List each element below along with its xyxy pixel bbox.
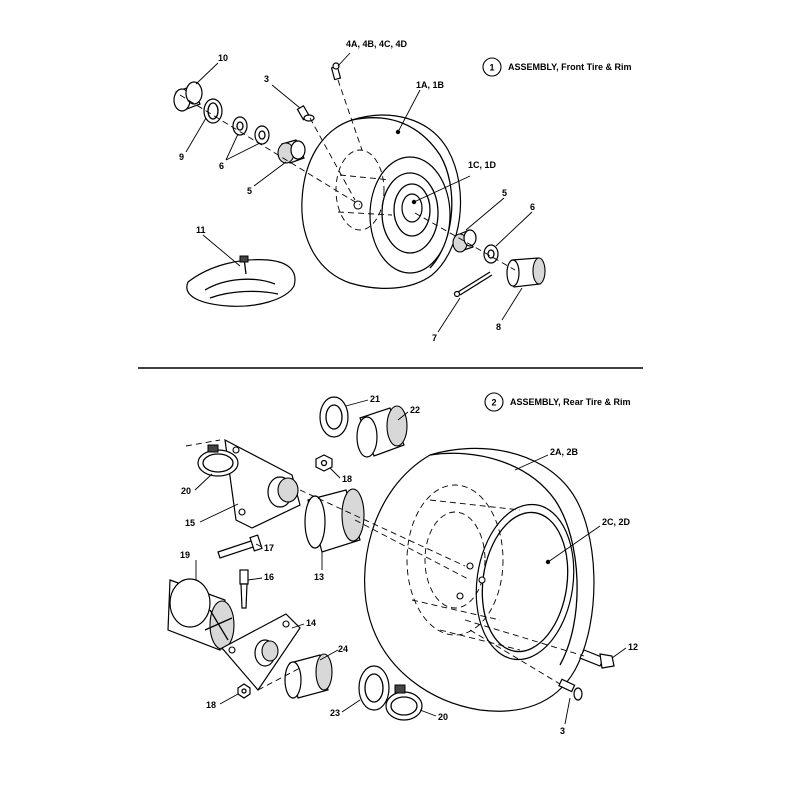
part-10-sleeve <box>173 81 203 112</box>
assembly-2-title: 2 ASSEMBLY, Rear Tire & Rim <box>484 392 631 412</box>
callout-19: 19 <box>180 550 190 560</box>
callout-1a: 1A, 1B <box>416 80 445 90</box>
callout-1c: 1C, 1D <box>468 160 497 170</box>
assembly-2-number: 2 <box>491 398 496 408</box>
callout-4: 4A, 4B, 4C, 4D <box>346 39 408 49</box>
callout-23: 23 <box>330 708 340 718</box>
callout-15: 15 <box>185 518 195 528</box>
part-15-plate <box>224 438 301 529</box>
callout-5-right: 5 <box>502 188 507 198</box>
rear-assembly: 2 ASSEMBLY, Rear Tire & Rim <box>167 392 638 736</box>
callout-17: 17 <box>264 543 274 553</box>
part-3-valve-front <box>296 104 315 122</box>
front-assembly: 1 ASSEMBLY, Front Tire & Rim <box>173 39 632 343</box>
callout-12: 12 <box>628 642 638 652</box>
part-12-bolt <box>579 649 615 669</box>
assembly-1-title: 1 ASSEMBLY, Front Tire & Rim <box>482 57 632 77</box>
callout-16: 16 <box>264 572 274 582</box>
part-23-ring <box>358 665 390 711</box>
part-20-clamp-lower <box>385 684 423 721</box>
callout-6-right: 6 <box>530 202 535 212</box>
callout-7: 7 <box>432 333 437 343</box>
part-6-washers <box>232 116 270 145</box>
part-21-ring <box>319 396 349 438</box>
callout-9: 9 <box>179 152 184 162</box>
callout-14: 14 <box>306 618 316 628</box>
part-4-fitting <box>330 62 342 81</box>
callout-3-front: 3 <box>264 74 269 84</box>
part-14-plate <box>221 613 301 691</box>
callout-18-lower: 18 <box>206 700 216 710</box>
assembly-1-label: ASSEMBLY, Front Tire & Rim <box>508 62 632 72</box>
callout-8: 8 <box>496 322 501 332</box>
part-18-nut-lower <box>237 683 251 699</box>
callout-2a: 2A, 2B <box>550 447 579 457</box>
part-7-pin <box>453 271 493 298</box>
callout-13: 13 <box>314 572 324 582</box>
part-3-valve-rear <box>558 678 583 701</box>
assembly-2-label: ASSEMBLY, Rear Tire & Rim <box>510 397 631 407</box>
part-19-spacer <box>167 578 235 651</box>
part-18-nut-upper <box>315 454 333 472</box>
part-16-bolt <box>239 569 249 609</box>
callout-5-left: 5 <box>247 186 252 196</box>
callout-2c: 2C, 2D <box>602 517 631 527</box>
part-8-spacer <box>506 257 546 288</box>
callout-22: 22 <box>410 405 420 415</box>
callout-21: 21 <box>370 394 380 404</box>
part-17-bolt <box>217 534 263 559</box>
part-5-bearing-right <box>452 229 477 253</box>
callout-10: 10 <box>218 53 228 63</box>
assembly-1-number: 1 <box>489 63 494 73</box>
callout-20-lower: 20 <box>438 712 448 722</box>
part-9-ring <box>203 98 223 124</box>
part-11-tube <box>186 255 296 307</box>
part-5-bearing-left <box>277 139 306 164</box>
callout-11: 11 <box>196 225 206 235</box>
callout-6: 6 <box>219 161 224 171</box>
part-13-spacer <box>304 488 365 553</box>
part-20-clamp-upper <box>185 439 239 477</box>
front-tire <box>301 114 462 289</box>
callout-24: 24 <box>338 644 348 654</box>
part-22-spacer <box>356 405 408 458</box>
callout-20-upper: 20 <box>181 486 191 496</box>
callout-3-rear: 3 <box>560 726 565 736</box>
rear-tire <box>364 447 595 712</box>
part-24-spacer <box>284 653 333 699</box>
callout-18-upper: 18 <box>342 474 352 484</box>
